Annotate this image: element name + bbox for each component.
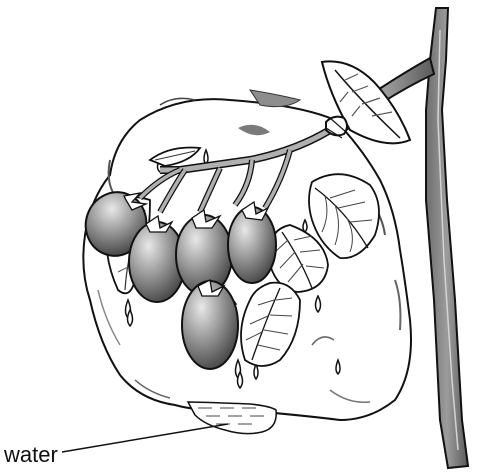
water-label-group: water <box>3 424 228 467</box>
water-label: water <box>3 442 58 467</box>
main-stem <box>426 8 468 468</box>
fruit-5 <box>182 280 238 369</box>
water-leader-line <box>62 424 228 452</box>
